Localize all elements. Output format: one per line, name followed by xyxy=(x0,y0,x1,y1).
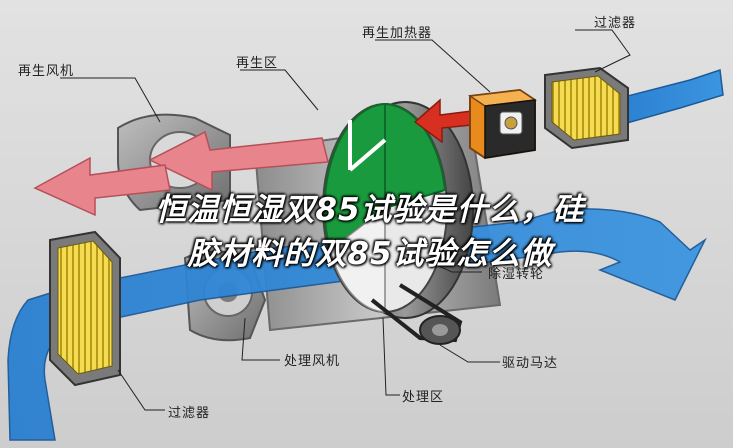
label-filter-bottom: 过滤器 xyxy=(168,406,211,421)
label-process-fan: 处理风机 xyxy=(284,354,341,369)
filter-top xyxy=(544,66,629,150)
filter-bottom xyxy=(49,230,121,387)
regen-heater xyxy=(467,88,538,160)
drive-belt xyxy=(370,283,463,345)
desiccant-wheel xyxy=(322,101,474,319)
leader-lines xyxy=(60,29,631,411)
overlay-title-line2: 胶材料的双85试验怎么做 xyxy=(187,236,553,272)
overlay-title-line1: 恒温恒湿双85试验是什么，硅 xyxy=(155,192,585,228)
regen-exhaust-arrow xyxy=(33,156,171,217)
label-process-zone: 处理区 xyxy=(402,390,445,405)
label-desiccant-wheel: 除湿转轮 xyxy=(488,267,545,282)
label-regen-zone: 再生区 xyxy=(236,56,279,71)
regen-outlet-airflow-arrow xyxy=(148,130,329,192)
label-regen-fan: 再生风机 xyxy=(18,64,75,79)
label-regen-heater: 再生加热器 xyxy=(362,26,433,41)
label-drive-motor: 驱动马达 xyxy=(502,356,559,371)
overlay-title: 恒温恒湿双85试验是什么，硅 胶材料的双85试验怎么做 xyxy=(40,188,700,276)
process-airflow-arrow xyxy=(7,208,707,441)
label-filter-top: 过滤器 xyxy=(594,16,637,31)
